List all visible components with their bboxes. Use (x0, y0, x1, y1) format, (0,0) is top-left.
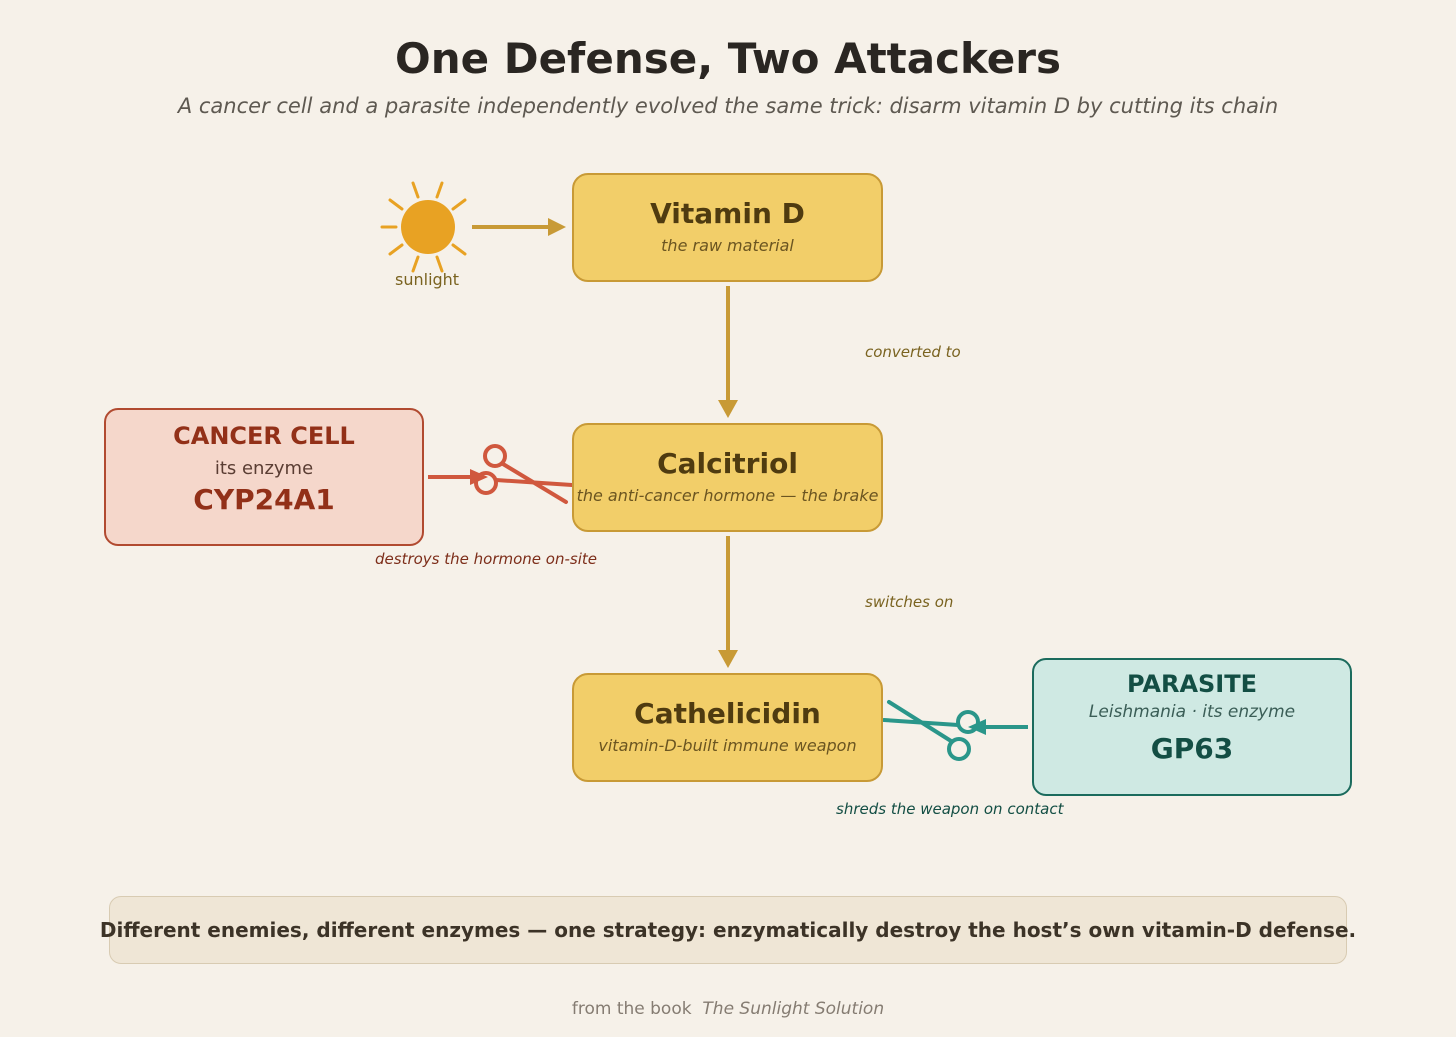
switches-on-label: switches on (865, 593, 954, 611)
calcitriol-node: Calcitriol the anti-cancer hormone — the… (572, 423, 883, 532)
calcitriol-title: Calcitriol (657, 447, 798, 480)
cathelicidin-title: Cathelicidin (634, 697, 821, 730)
switches-on-arrow (718, 536, 738, 668)
parasite-enzyme-name: GP63 (1150, 732, 1234, 765)
converted-to-label: converted to (865, 343, 961, 361)
cancer-enzyme-label: its enzyme (214, 458, 314, 479)
vitamin-d-subtitle: the raw material (661, 236, 794, 255)
vitamin-d-title: Vitamin D (650, 197, 805, 230)
cathelicidin-node: Cathelicidin vitamin-D-built immune weap… (572, 673, 883, 782)
parasite-action-label: shreds the weapon on contact (836, 800, 1064, 818)
cancer-scissors-icon (474, 444, 574, 504)
conclusion-text: Different enemies, different enzymes — o… (99, 918, 1357, 942)
footer-prefix: from the book (571, 999, 692, 1019)
sun-icon (380, 181, 467, 273)
page-subtitle: A cancer cell and a parasite independent… (177, 94, 1279, 118)
cancer-enzyme-name: CYP24A1 (193, 483, 335, 516)
footer-credit: from the book The Sunlight Solution (0, 999, 1456, 1019)
sunlight-arrow (472, 218, 566, 236)
parasite-scissors-icon (882, 700, 980, 761)
cancer-cell-title: CANCER CELL (173, 422, 355, 450)
conclusion-banner (109, 896, 1347, 964)
parasite-title: PARASITE (1127, 670, 1257, 698)
footer-book-title: The Sunlight Solution (702, 999, 885, 1019)
vitamin-d-node: Vitamin D the raw material (572, 173, 883, 282)
sunlight-label: sunlight (395, 270, 460, 289)
cathelicidin-subtitle: vitamin-D-built immune weapon (598, 736, 857, 755)
cancer-action-label: destroys the hormone on-site (375, 550, 597, 568)
calcitriol-subtitle: the anti-cancer hormone — the brake (576, 486, 879, 505)
page-title: One Defense, Two Attackers (395, 34, 1061, 83)
converted-to-arrow (718, 286, 738, 418)
cancer-cell-box: CANCER CELL its enzyme CYP24A1 (104, 408, 424, 546)
parasite-box: PARASITE Leishmania · its enzyme GP63 (1032, 658, 1352, 796)
parasite-enzyme-label: Leishmania · its enzyme (1088, 702, 1296, 722)
